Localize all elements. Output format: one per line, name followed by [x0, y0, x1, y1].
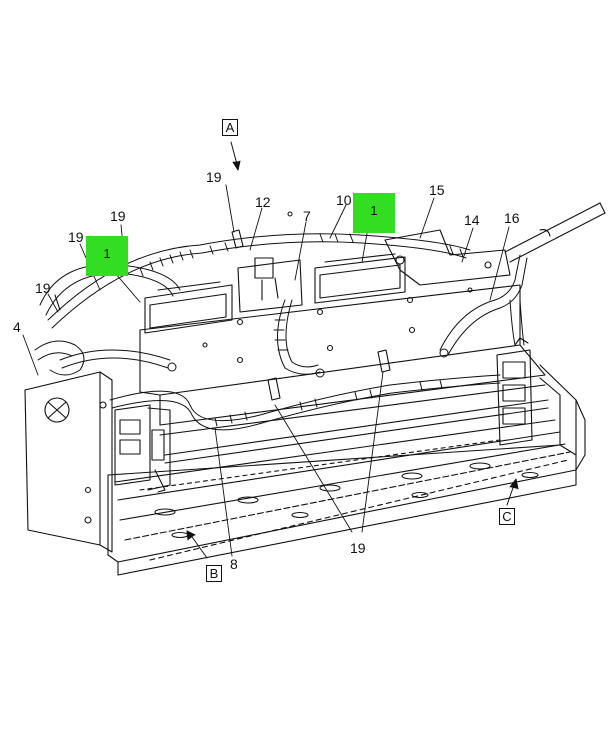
diagonal-rod [504, 202, 606, 263]
center-bracket [237, 257, 303, 313]
left-connector-block [114, 404, 171, 493]
callout-7: 7 [303, 208, 311, 224]
callout-4: 4 [13, 319, 21, 335]
top-right-bracket [384, 229, 511, 286]
callout-12: 12 [255, 194, 271, 210]
callout-19-left-lower: 19 [35, 280, 51, 296]
callout-19-left-upper: 19 [110, 208, 126, 224]
left-end-plate [24, 371, 113, 553]
callout-14: 14 [464, 212, 480, 228]
base-tray [107, 364, 586, 576]
highlight-tag-left-label: 1 [103, 246, 111, 261]
view-label-a: A [222, 119, 238, 136]
callout-10: 10 [336, 192, 352, 208]
callout-19-left-mid: 19 [68, 229, 84, 245]
view-label-b: B [206, 565, 222, 582]
view-label-c: C [499, 508, 515, 525]
back-panel [139, 284, 546, 426]
callout-19-top: 19 [206, 169, 222, 185]
tray-slots [154, 462, 539, 539]
leader-lines [22, 184, 510, 557]
highlight-tag-left[interactable]: 1 [86, 236, 128, 276]
callout-8: 8 [230, 556, 238, 572]
callout-15: 15 [429, 182, 445, 198]
callout-19-bottom: 19 [350, 540, 366, 556]
callout-16: 16 [504, 210, 520, 226]
highlight-tag-right[interactable]: 1 [353, 193, 395, 233]
view-arrows [186, 141, 519, 559]
module-right [314, 253, 406, 304]
module-left [144, 281, 233, 334]
highlight-tag-right-label: 1 [370, 203, 378, 218]
right-connector-block [496, 337, 533, 446]
